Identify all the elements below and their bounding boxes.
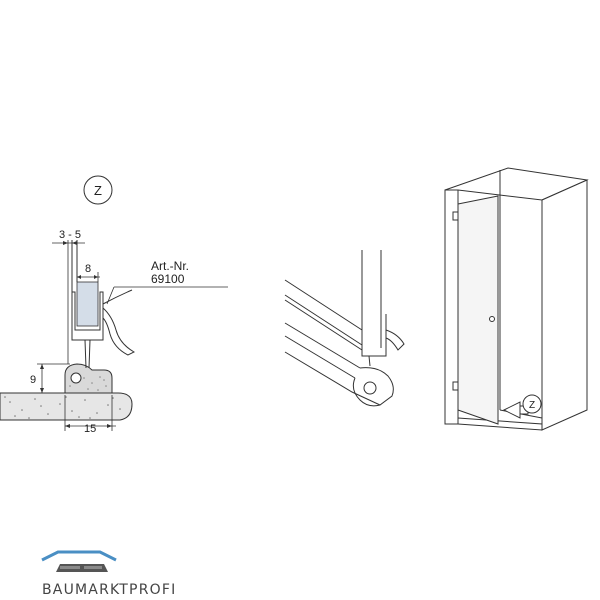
dim-height-arrow-b: [40, 388, 44, 393]
wiper-upper: [102, 289, 133, 305]
dim-width-arrow-r: [107, 424, 112, 428]
art-number: 69100: [151, 272, 185, 286]
detail-label-circle: [83, 175, 113, 205]
art-label: Art.-Nr.: [151, 259, 189, 273]
dim-glass-text: 8: [85, 263, 91, 275]
dim-glass-arrow-r: [94, 275, 98, 279]
detail-section-z: Z: [0, 175, 228, 435]
shower-callout-circle: [522, 394, 542, 414]
lower-fin-2: [88, 339, 91, 369]
dim-gap-arrow-l: [63, 241, 68, 245]
dim-gap-text: 3 - 5: [59, 229, 81, 241]
wiper-lip: [102, 306, 136, 356]
logo-graphic: [41, 550, 117, 572]
floor-seal-profile: [64, 363, 113, 394]
lower-fin: [84, 339, 87, 369]
floor-speckle: [4, 396, 121, 419]
glass-pane: [76, 281, 99, 327]
dim-width-arrow-l: [65, 424, 70, 428]
dim-height-text: 9: [30, 374, 36, 386]
seal-hollow: [70, 372, 82, 384]
shower-enclosure: [444, 167, 589, 431]
dim-glass-arrow-l: [77, 275, 81, 279]
u-channel-profile: [71, 291, 104, 341]
art-leader-2: [106, 286, 115, 305]
dim-gap-arrow-r: [72, 241, 77, 245]
detail-label-text: Z: [94, 183, 102, 198]
seal-hatch: [69, 376, 107, 391]
dim-width-text: 15: [84, 423, 96, 435]
shower-callout-text: Z: [529, 400, 535, 411]
dim-height-arrow-t: [40, 364, 44, 369]
floor-slab: [0, 392, 133, 421]
seal-3d-view: [284, 250, 405, 407]
logo-text: BAUMARKTPROFI: [42, 582, 177, 598]
